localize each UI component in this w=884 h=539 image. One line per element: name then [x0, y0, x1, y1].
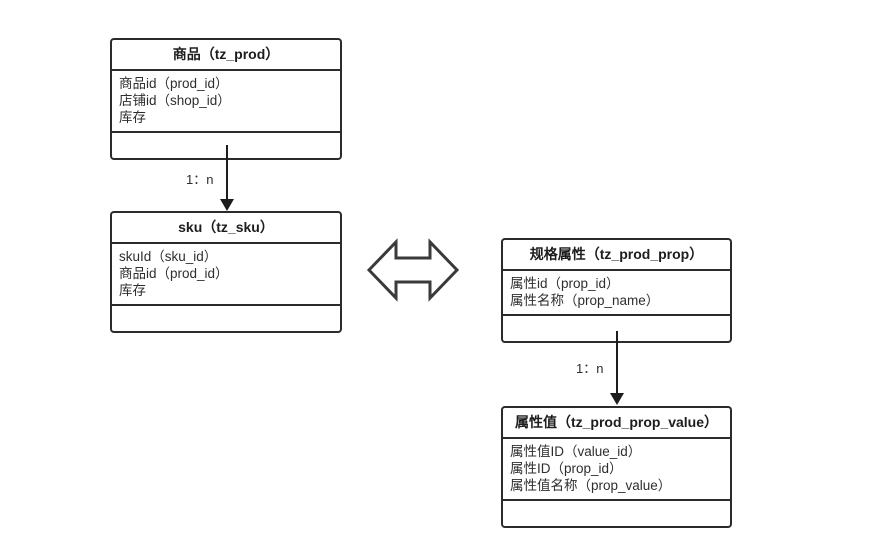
entity-title: 商品（tz_prod）: [112, 40, 340, 71]
attribute-row: 属性id（prop_id）: [510, 276, 620, 291]
attribute-row: 商品id（prod_id）: [119, 266, 229, 281]
attribute-row: 商品id（prod_id）: [119, 76, 229, 91]
relationship-label: 1：n: [186, 172, 214, 187]
entity-methods-compartment: [112, 306, 340, 331]
double-headed-arrow-icon: [366, 236, 460, 304]
arrowhead-icon: [220, 199, 234, 211]
relationship-prop-to-prop-value: 1：n: [576, 331, 624, 407]
entity-methods-compartment: [503, 501, 730, 526]
attribute-row: 店铺id（shop_id）: [119, 93, 231, 108]
entity-title: 规格属性（tz_prod_prop）: [503, 240, 730, 271]
entity-title: sku（tz_sku）: [112, 213, 340, 244]
entity-attributes: 属性id（prop_id） 属性名称（prop_name）: [503, 271, 730, 316]
entity-tz-prod-prop[interactable]: 规格属性（tz_prod_prop） 属性id（prop_id） 属性名称（pr…: [501, 238, 732, 343]
relationship-line: [616, 331, 618, 394]
entity-title: 属性值（tz_prod_prop_value）: [503, 408, 730, 439]
relationship-line: [226, 145, 228, 200]
entity-attributes: 商品id（prod_id） 店铺id（shop_id） 库存: [112, 71, 340, 133]
entity-tz-prod-prop-value[interactable]: 属性值（tz_prod_prop_value） 属性值ID（value_id） …: [501, 406, 732, 528]
entity-attributes: 属性值ID（value_id） 属性ID（prop_id） 属性值名称（prop…: [503, 439, 730, 501]
arrowhead-icon: [610, 393, 624, 405]
entity-tz-prod[interactable]: 商品（tz_prod） 商品id（prod_id） 店铺id（shop_id） …: [110, 38, 342, 160]
attribute-row: 属性值ID（value_id）: [510, 444, 642, 459]
attribute-row: 属性ID（prop_id）: [510, 461, 623, 476]
entity-attributes: skuId（sku_id） 商品id（prod_id） 库存: [112, 244, 340, 306]
entity-tz-sku[interactable]: sku（tz_sku） skuId（sku_id） 商品id（prod_id） …: [110, 211, 342, 333]
attribute-row: 库存: [119, 283, 146, 298]
attribute-row: 库存: [119, 110, 146, 125]
attribute-row: skuId（sku_id）: [119, 249, 218, 264]
attribute-row: 属性名称（prop_name）: [510, 293, 660, 308]
attribute-row: 属性值名称（prop_value）: [510, 478, 672, 493]
relationship-label: 1：n: [576, 361, 604, 376]
relationship-prod-to-sku: 1：n: [186, 145, 234, 212]
